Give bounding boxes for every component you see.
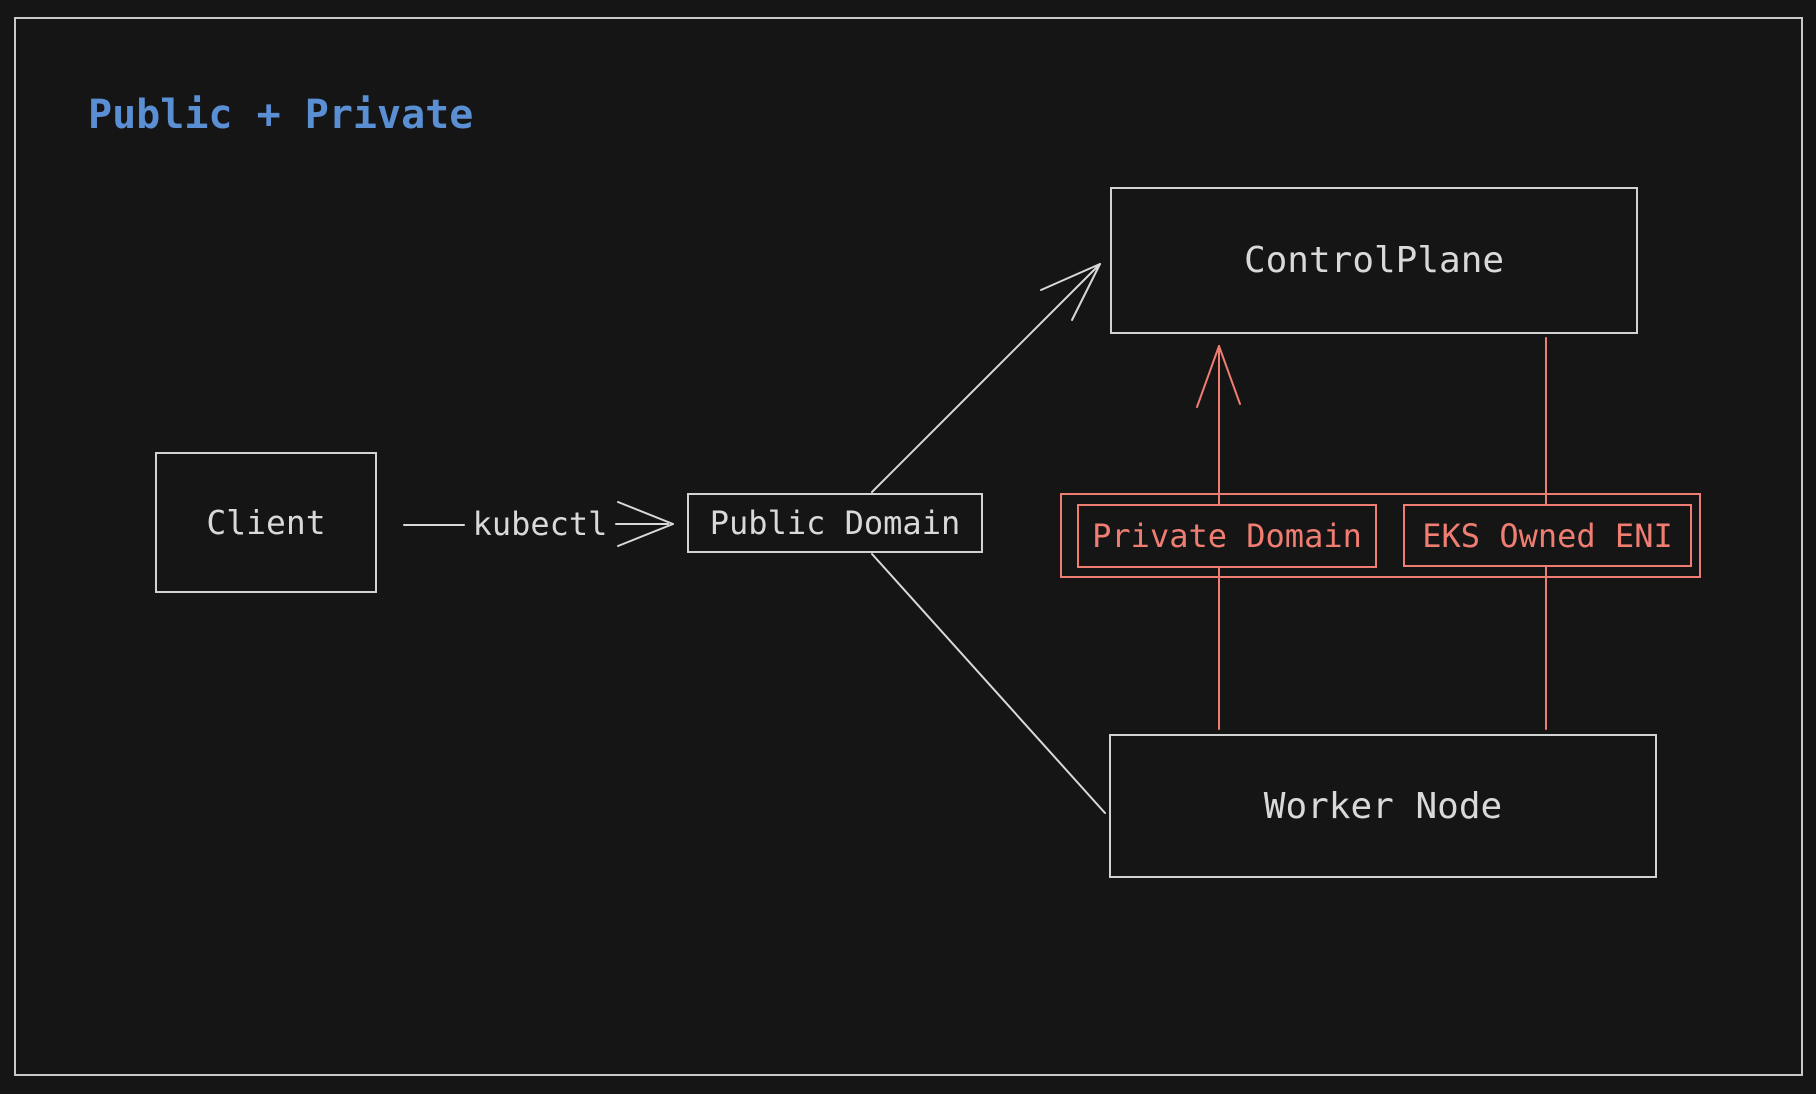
edge-public-domain-to-worker-node — [871, 553, 1106, 814]
diagram-title: Public + Private — [88, 92, 474, 138]
node-worker-node: Worker Node — [1109, 734, 1657, 878]
arrowhead-right-icon — [617, 501, 674, 547]
node-public-domain-label: Public Domain — [709, 504, 961, 542]
arrowhead-control-plane-icon — [1040, 263, 1101, 321]
node-control-plane: ControlPlane — [1110, 187, 1638, 334]
arrowhead-private-up-icon — [1196, 345, 1241, 408]
node-public-domain: Public Domain — [687, 493, 983, 553]
node-private-domain-label: Private Domain — [1092, 517, 1362, 555]
node-eks-owned-eni: EKS Owned ENI — [1403, 504, 1692, 567]
edge-public-domain-to-control-plane — [871, 263, 1101, 493]
diagram-frame-border — [14, 17, 1803, 1076]
node-control-plane-label: ControlPlane — [1243, 240, 1505, 281]
node-client-label: Client — [206, 503, 326, 542]
node-eks-owned-eni-label: EKS Owned ENI — [1422, 516, 1673, 555]
private-connectivity-group-box — [1060, 493, 1701, 578]
node-worker-node-label: Worker Node — [1263, 785, 1503, 827]
node-client: Client — [155, 452, 377, 593]
node-private-domain: Private Domain — [1077, 504, 1377, 568]
edge-kubectl-label: kubectl — [472, 505, 608, 543]
